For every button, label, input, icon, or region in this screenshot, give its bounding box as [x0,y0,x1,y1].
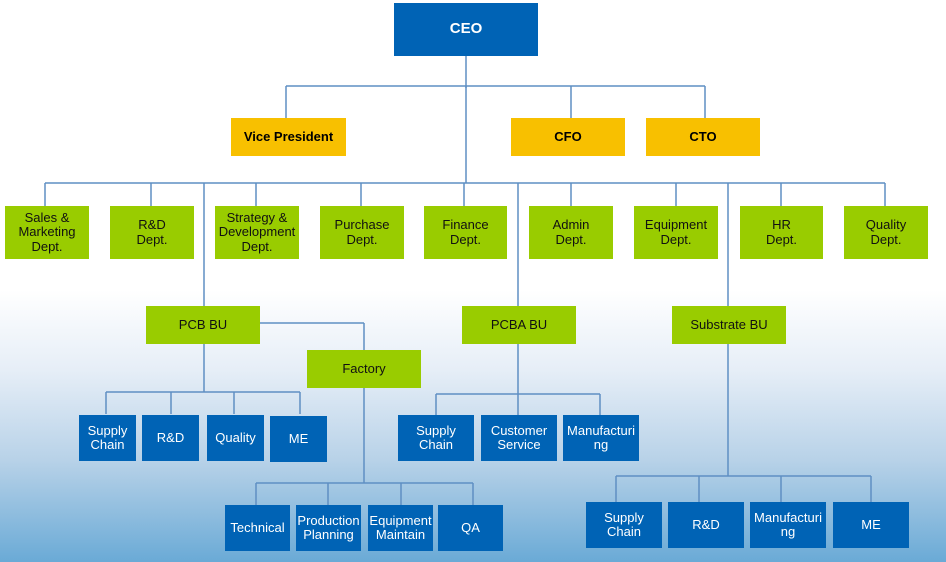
node-label: Customer Service [490,422,548,452]
node-factory-production-planning[interactable]: Production Planning [296,505,361,551]
node-label: Quality Dept. [865,217,907,247]
node-label: Quality [215,429,256,445]
node-factory-qa[interactable]: QA [438,505,503,551]
node-label: CTO [689,128,717,144]
node-label: Purchase Dept. [334,217,390,247]
node-cto[interactable]: CTO [646,118,760,156]
node-label: CFO [554,128,582,144]
node-label: Finance Dept. [442,217,489,247]
node-substrate-me[interactable]: ME [833,502,909,548]
node-label: Technical [230,519,285,535]
node-label: Substrate BU [690,316,768,332]
node-label: ME [861,516,881,532]
node-pcba-bu[interactable]: PCBA BU [462,306,576,344]
node-strategy-development-dept[interactable]: Strategy & Development Dept. [215,206,299,259]
node-factory[interactable]: Factory [307,350,421,388]
node-label: Equipment Maintain [369,512,432,542]
node-label: R&D Dept. [136,217,168,247]
node-label: Equipment Dept. [644,217,708,247]
node-label: Admin Dept. [552,217,590,247]
node-substrate-rnd[interactable]: R&D [668,502,744,548]
node-factory-technical[interactable]: Technical [225,505,290,551]
node-pcba-supply-chain[interactable]: Supply Chain [398,415,474,461]
node-rnd-dept[interactable]: R&D Dept. [110,206,194,259]
node-label: CEO [449,20,483,38]
node-equipment-dept[interactable]: Equipment Dept. [634,206,718,259]
node-pcb-rnd[interactable]: R&D [142,415,199,461]
node-pcba-manufacturing[interactable]: Manufacturi ng [563,415,639,461]
node-label: PCB BU [178,316,228,332]
node-label: Sales & Marketing Dept. [18,210,76,254]
node-pcba-customer-service[interactable]: Customer Service [481,415,557,461]
node-label: Factory [342,360,386,376]
node-label: Manufacturi ng [754,509,822,539]
node-sales-marketing-dept[interactable]: Sales & Marketing Dept. [5,206,89,259]
node-finance-dept[interactable]: Finance Dept. [424,206,507,259]
node-pcb-supply-chain[interactable]: Supply Chain [79,415,136,461]
node-vice-president[interactable]: Vice President [231,118,346,156]
node-quality-dept[interactable]: Quality Dept. [844,206,928,259]
node-label: Supply Chain [416,422,456,452]
node-label: Manufacturi ng [567,422,635,452]
node-label: R&D [156,429,185,445]
node-label: Production Planning [297,512,360,542]
node-label: Supply Chain [87,422,128,452]
node-hr-dept[interactable]: HR Dept. [740,206,823,259]
node-label: ME [288,430,309,446]
node-substrate-bu[interactable]: Substrate BU [672,306,786,344]
node-admin-dept[interactable]: Admin Dept. [529,206,613,259]
node-purchase-dept[interactable]: Purchase Dept. [320,206,404,259]
node-pcb-me[interactable]: ME [270,416,327,462]
node-label: QA [461,519,480,535]
node-pcb-quality[interactable]: Quality [207,415,264,461]
node-cfo[interactable]: CFO [511,118,625,156]
node-substrate-supply-chain[interactable]: Supply Chain [586,502,662,548]
node-label: R&D [692,516,720,532]
node-ceo[interactable]: CEO [394,3,538,56]
node-label: PCBA BU [490,316,548,332]
node-pcb-bu[interactable]: PCB BU [146,306,260,344]
node-factory-equipment-maintain[interactable]: Equipment Maintain [368,505,433,551]
node-label: HR Dept. [765,217,798,247]
node-label: Vice President [243,128,334,144]
node-substrate-manufacturing[interactable]: Manufacturi ng [750,502,826,548]
node-label: Supply Chain [604,509,644,539]
node-label: Strategy & Development Dept. [218,210,296,254]
